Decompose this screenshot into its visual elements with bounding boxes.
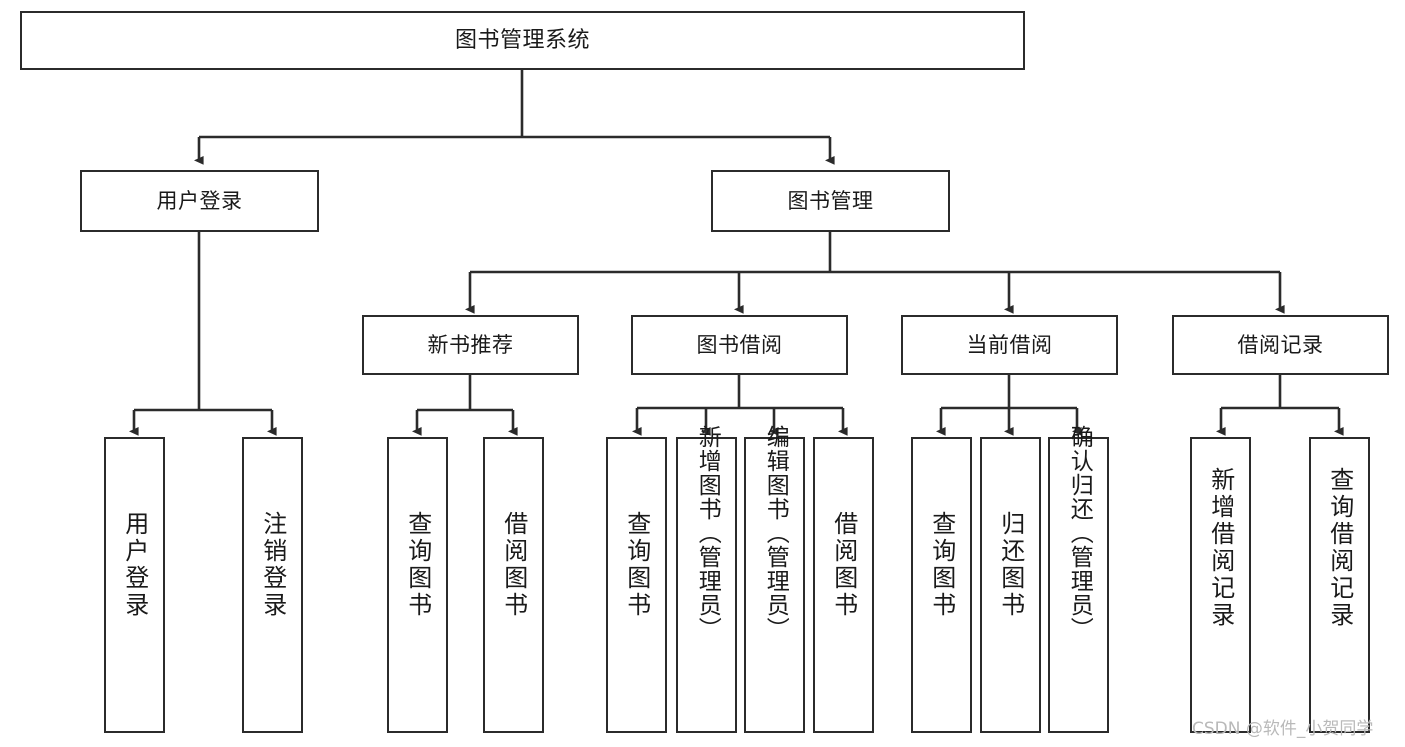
node-user-login-label: 用户登录 (156, 188, 243, 213)
leaf-logout-login-label: 注销登录 (258, 511, 287, 619)
node-new-book-recommend-label: 新书推荐 (427, 332, 514, 357)
leaf-borrow-book-2-label: 借阅图书 (829, 511, 858, 619)
leaf-query-record[interactable]: 查询借阅记录 (1309, 437, 1370, 733)
leaf-query-book-2[interactable]: 查询图书 (606, 437, 667, 733)
leaf-query-book-2-label: 查询图书 (622, 511, 651, 619)
node-book-borrow[interactable]: 图书借阅 (631, 315, 848, 375)
node-new-book-recommend[interactable]: 新书推荐 (362, 315, 579, 375)
leaf-edit-book-label: 编辑图书（管理员） (762, 425, 789, 641)
leaf-add-record-label: 新增借阅记录 (1206, 467, 1235, 629)
leaf-borrow-book-2[interactable]: 借阅图书 (813, 437, 874, 733)
leaf-return-book-label: 归还图书 (996, 511, 1025, 619)
leaf-query-book-3-label: 查询图书 (927, 511, 956, 619)
watermark-text: CSDN @软件_小贺同学 (1192, 719, 1374, 739)
node-book-borrow-label: 图书借阅 (696, 332, 783, 357)
leaf-return-book[interactable]: 归还图书 (980, 437, 1041, 733)
leaf-query-book-1-label: 查询图书 (403, 511, 432, 619)
leaf-query-record-label: 查询借阅记录 (1325, 467, 1354, 629)
leaf-add-record[interactable]: 新增借阅记录 (1190, 437, 1251, 733)
leaf-user-login-label: 用户登录 (120, 511, 149, 619)
leaf-logout-login[interactable]: 注销登录 (242, 437, 303, 733)
node-user-login[interactable]: 用户登录 (80, 170, 319, 232)
leaf-borrow-book-1[interactable]: 借阅图书 (483, 437, 544, 733)
leaf-add-book-label: 新增图书（管理员） (694, 425, 721, 641)
leaf-query-book-3[interactable]: 查询图书 (911, 437, 972, 733)
node-book-management[interactable]: 图书管理 (711, 170, 950, 232)
node-borrow-record-label: 借阅记录 (1237, 332, 1324, 357)
node-book-management-label: 图书管理 (787, 188, 874, 213)
node-root-label: 图书管理系统 (454, 27, 590, 53)
node-borrow-record[interactable]: 借阅记录 (1172, 315, 1389, 375)
node-current-borrow[interactable]: 当前借阅 (901, 315, 1118, 375)
leaf-borrow-book-1-label: 借阅图书 (499, 511, 528, 619)
leaf-confirm-return[interactable]: 确认归还（管理员） (1048, 425, 1109, 733)
leaf-add-book[interactable]: 新增图书（管理员） (676, 425, 737, 733)
leaf-edit-book[interactable]: 编辑图书（管理员） (744, 425, 805, 733)
leaf-user-login[interactable]: 用户登录 (104, 437, 165, 733)
leaf-confirm-return-label: 确认归还（管理员） (1066, 425, 1093, 641)
node-current-borrow-label: 当前借阅 (966, 332, 1053, 357)
node-root[interactable]: 图书管理系统 (20, 11, 1025, 70)
leaf-query-book-1[interactable]: 查询图书 (387, 437, 448, 733)
